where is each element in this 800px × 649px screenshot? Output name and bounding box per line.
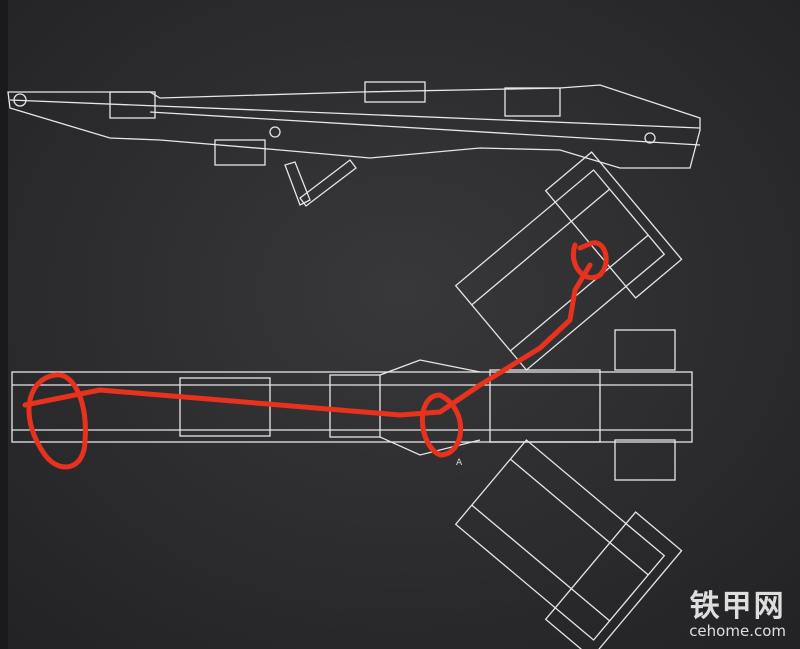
boom-plan-view bbox=[11, 151, 693, 649]
annotation-loop-center bbox=[419, 392, 464, 458]
annotation-path-line bbox=[22, 262, 593, 418]
red-annotation bbox=[22, 240, 609, 470]
boom-side-view bbox=[7, 81, 701, 207]
marker-label: A bbox=[456, 458, 463, 468]
watermark: 铁甲网 cehome.com bbox=[689, 589, 786, 640]
annotation-loop-left bbox=[26, 372, 88, 470]
watermark-name: 铁甲网 bbox=[689, 589, 786, 624]
annotation-loop-top bbox=[571, 240, 609, 281]
watermark-domain: cehome.com bbox=[689, 622, 786, 640]
